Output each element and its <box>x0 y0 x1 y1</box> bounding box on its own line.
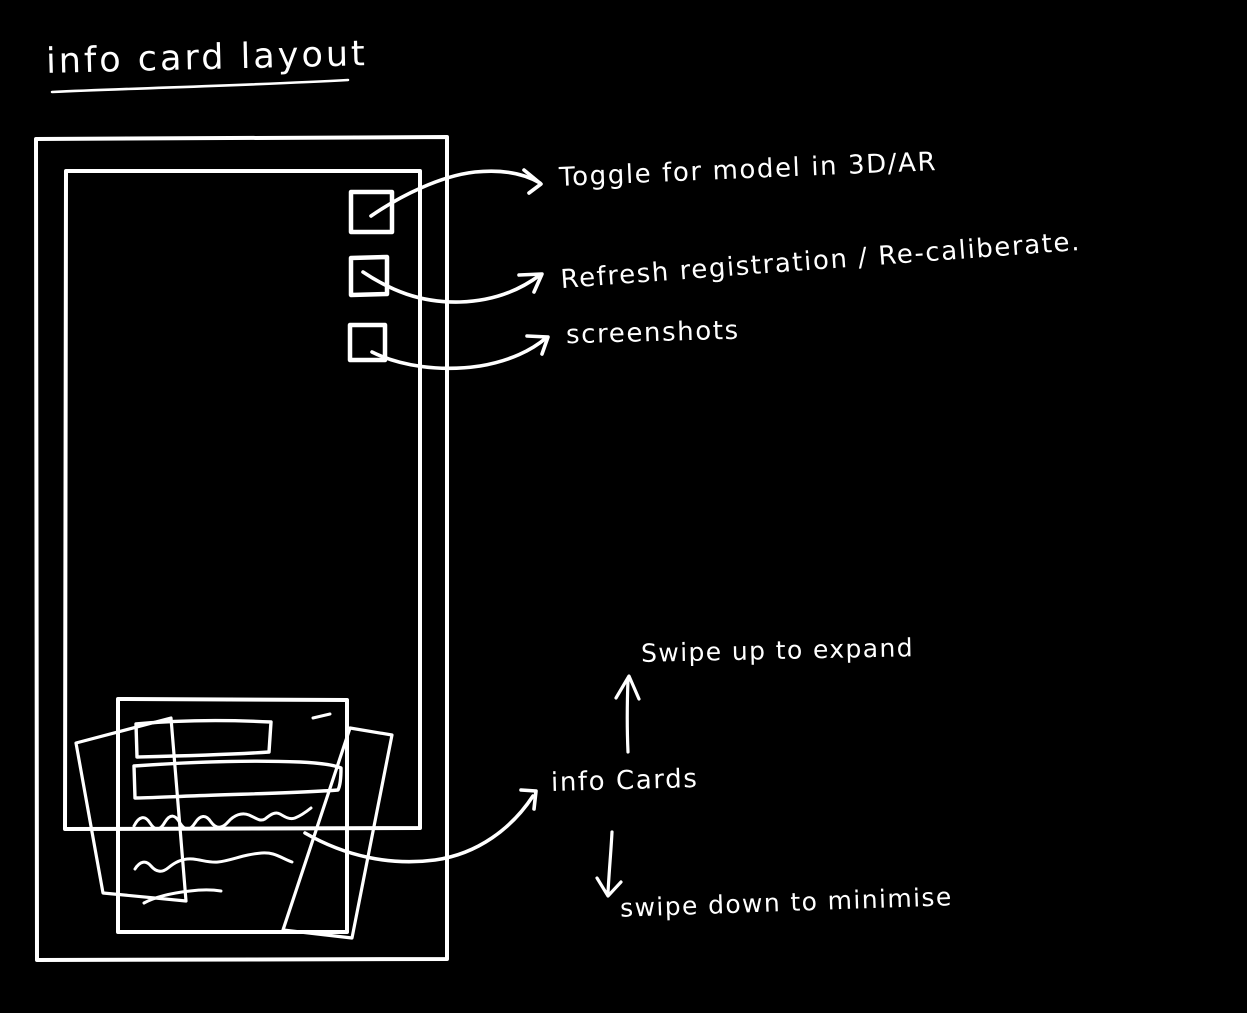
curved-arrow-toggle <box>369 168 543 218</box>
page-title: info card layout <box>46 34 369 82</box>
annotation-screenshots-text: screenshots <box>565 315 741 351</box>
annotation-info-cards-text: info Cards <box>550 763 699 799</box>
arrow-up-swipe <box>614 674 641 754</box>
card-bar-long <box>132 759 343 800</box>
annotation-swipe-up-text: Swipe up to expand <box>640 633 915 668</box>
curved-arrow-screenshots <box>370 334 550 371</box>
info-card-back-left <box>74 716 188 903</box>
info-card-front[interactable] <box>116 697 349 934</box>
annotation-screenshots: screenshots <box>566 316 740 351</box>
square-button-icon-refresh[interactable] <box>348 254 390 298</box>
card-corner-dash <box>311 712 332 720</box>
title-underline <box>50 78 350 94</box>
curved-arrow-info-cards <box>303 788 538 864</box>
card-squiggle-1 <box>132 806 313 831</box>
info-card-back-right <box>281 726 394 940</box>
device-screen <box>63 169 422 831</box>
curved-arrow-refresh <box>361 270 544 304</box>
square-button-icon-screenshots[interactable] <box>347 322 388 363</box>
card-squiggle-2 <box>133 851 294 873</box>
page-title-text: info card layout <box>45 34 369 82</box>
annotation-info-cards: info Cards <box>551 764 699 798</box>
arrow-down-swipe <box>595 830 623 898</box>
device-outer-frame <box>34 135 449 962</box>
square-button-icon-toggle[interactable] <box>348 189 395 235</box>
card-bar-short <box>134 718 273 759</box>
annotation-swipe-up: Swipe up to expand <box>641 633 915 668</box>
card-line-short <box>142 888 223 905</box>
